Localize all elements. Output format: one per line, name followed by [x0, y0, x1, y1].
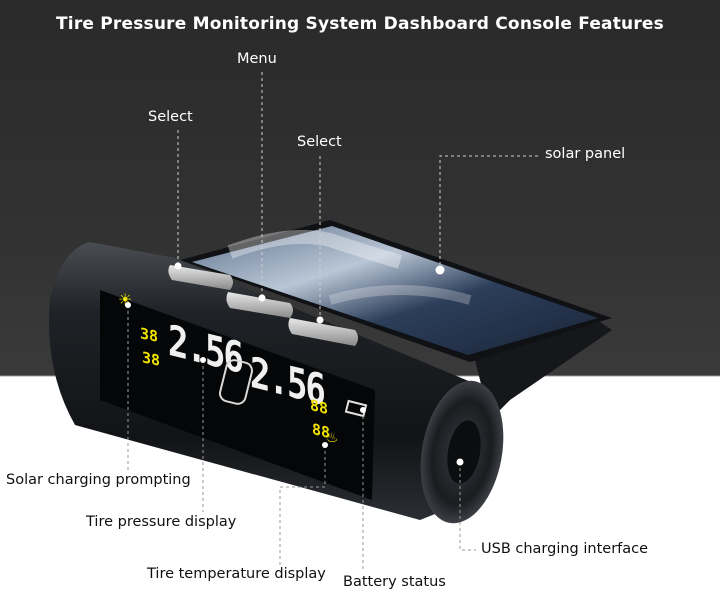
callout-usb: USB charging interface [481, 541, 649, 557]
callout-select-right: Select [297, 134, 342, 150]
solar-panel [180, 220, 612, 362]
callout-tire-pressure: Tire pressure display [86, 514, 237, 530]
callout-menu: Menu [237, 51, 277, 67]
page-title: Tire Pressure Monitoring System Dashboar… [56, 14, 664, 34]
callout-solar-panel: solar panel [545, 146, 626, 162]
button-menu[interactable] [226, 292, 293, 318]
callout-tire-temperature: Tire temperature display [147, 566, 326, 582]
thermometer-icon: ♨ [326, 430, 339, 446]
callout-select-left: Select [148, 109, 193, 125]
button-left[interactable] [168, 265, 233, 290]
button-right[interactable] [288, 318, 358, 346]
buttons [168, 265, 358, 346]
lcd-screen [100, 290, 375, 500]
leader-usb [459, 462, 476, 551]
leader-tire-temperature [279, 445, 326, 565]
callout-battery: Battery status [343, 574, 446, 590]
leader-solar-panel [439, 155, 538, 270]
callout-solar-charging: Solar charging prompting [6, 472, 191, 488]
